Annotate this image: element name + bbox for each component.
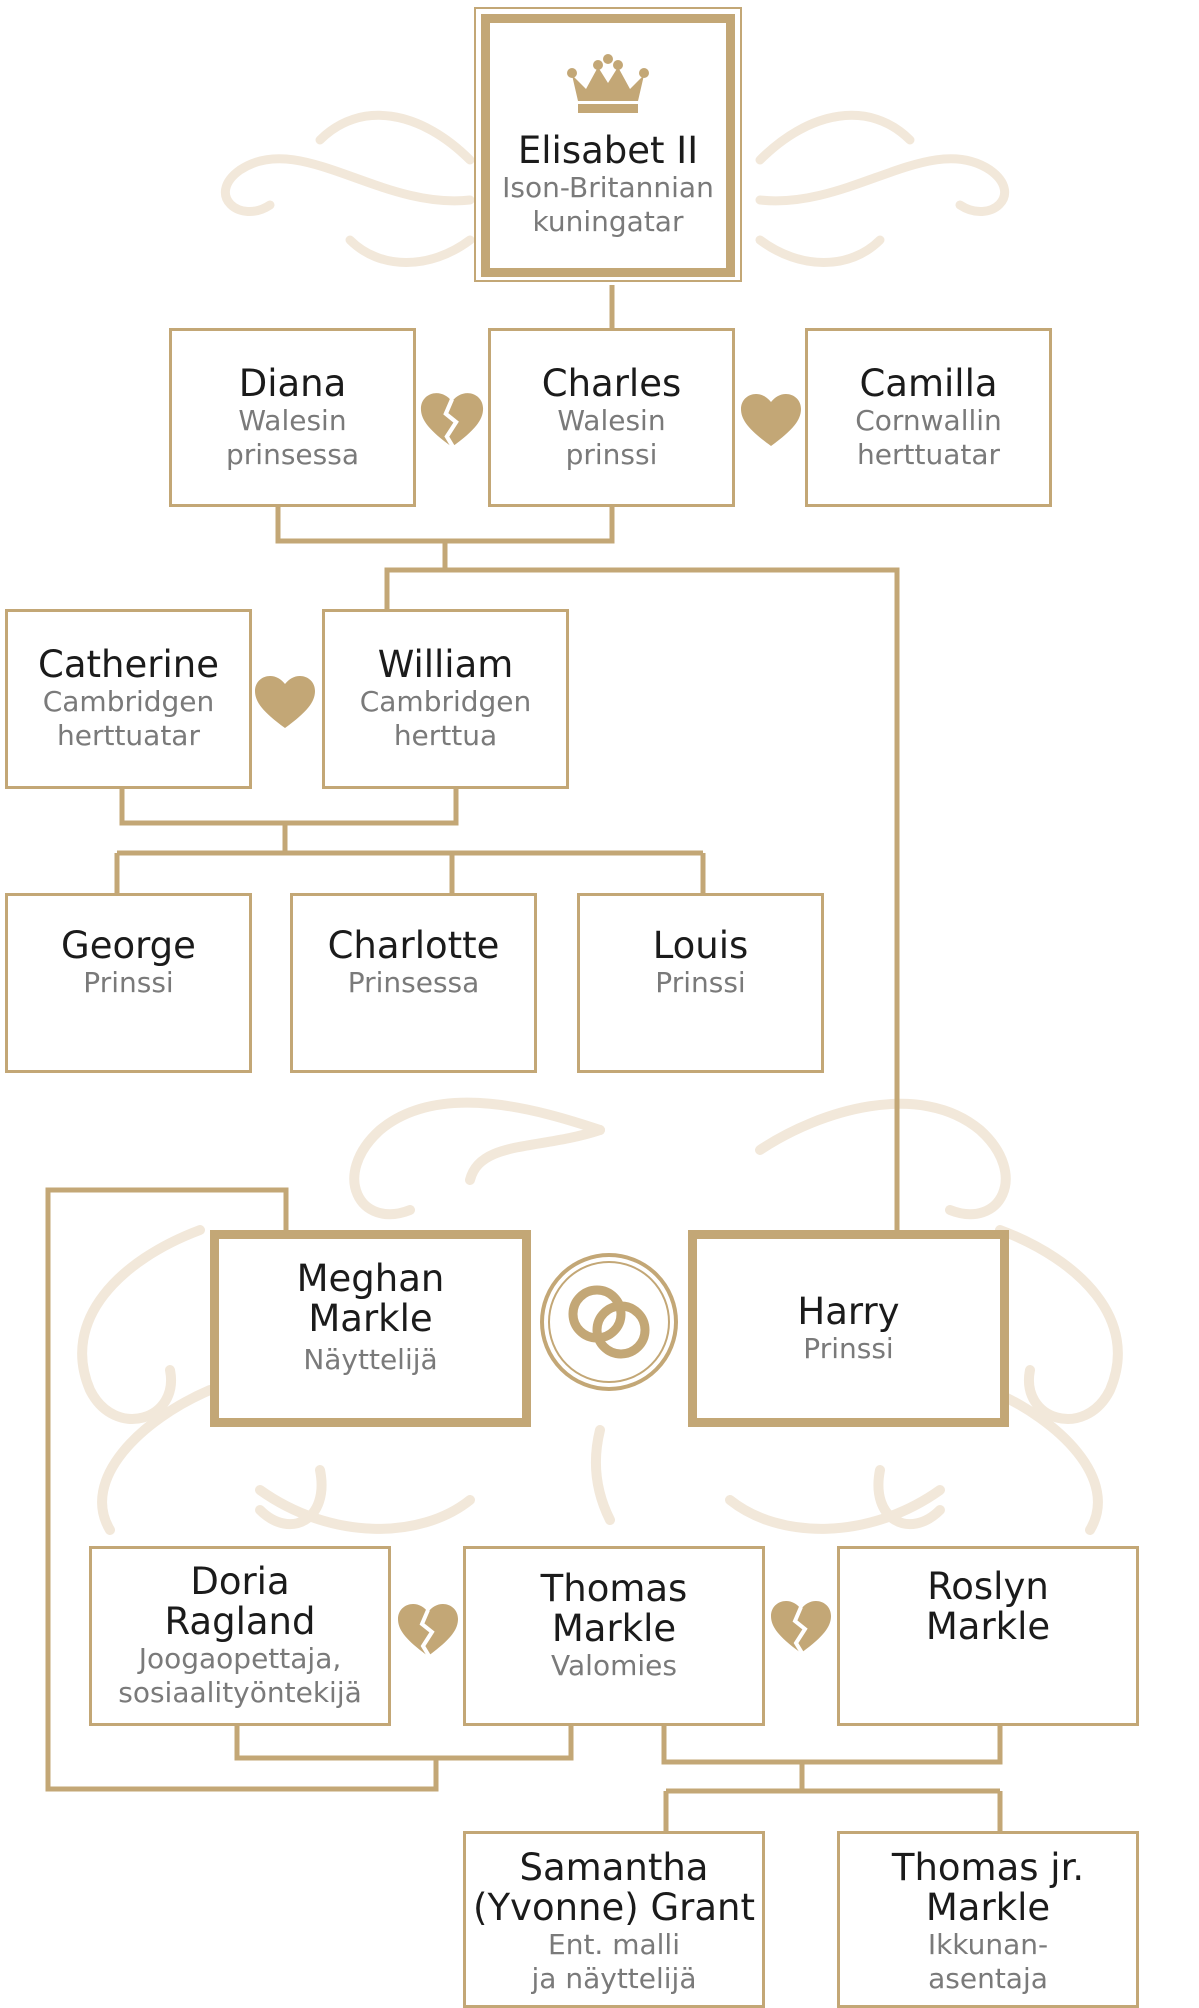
elisabet-outer-frame bbox=[474, 7, 742, 282]
person-name: Thomas jr. Markle bbox=[891, 1846, 1085, 1929]
middle-flourish bbox=[77, 1097, 1123, 1535]
person-title: Joogaopettaja, sosiaalityöntekijä bbox=[118, 1642, 362, 1709]
person-name: Camilla bbox=[859, 361, 998, 405]
broken-heart-icon bbox=[771, 1601, 831, 1655]
person-title: Prinssi bbox=[83, 966, 174, 999]
person-louis: Louis Prinssi bbox=[577, 893, 824, 1073]
person-name: Harry bbox=[797, 1289, 900, 1333]
line-to-samantha-thomas-jr bbox=[663, 1791, 1003, 1831]
person-charlotte: Charlotte Prinsessa bbox=[290, 893, 537, 1073]
person-catherine: Catherine Cambridgen herttuatar bbox=[5, 609, 252, 789]
line-diana-charles bbox=[275, 507, 615, 544]
heart-icon bbox=[741, 394, 801, 446]
person-name: Charlotte bbox=[327, 924, 500, 967]
person-roslyn: Roslyn Markle bbox=[837, 1546, 1139, 1726]
person-name: Louis bbox=[652, 924, 749, 967]
person-title: Cornwallin herttuatar bbox=[855, 403, 1002, 471]
person-name: Diana bbox=[238, 361, 347, 405]
person-name: William bbox=[377, 643, 514, 686]
person-name: Charles bbox=[541, 361, 682, 405]
top-flourish bbox=[221, 110, 1009, 267]
person-title: Valomies bbox=[551, 1649, 677, 1682]
line-to-william bbox=[384, 541, 448, 609]
person-thomas: Thomas Markle Valomies bbox=[463, 1546, 765, 1726]
person-thomas-jr: Thomas jr. Markle Ikkunan- asentaja bbox=[837, 1831, 1139, 2008]
person-title: Prinssi bbox=[655, 966, 746, 999]
broken-heart-icon bbox=[398, 1604, 458, 1658]
person-name: Doria Ragland bbox=[164, 1560, 316, 1643]
person-name: Meghan Markle bbox=[296, 1257, 445, 1340]
line-to-children bbox=[114, 853, 706, 893]
person-charles: Charles Walesin prinssi bbox=[488, 328, 735, 507]
person-title: Prinsessa bbox=[347, 966, 480, 999]
person-title: Ikkunan- asentaja bbox=[927, 1928, 1049, 1995]
person-name: Roslyn Markle bbox=[925, 1565, 1051, 1648]
person-elisabet: Elisabet II Ison-Britannian kuningatar bbox=[481, 14, 735, 277]
person-name: Thomas Markle bbox=[540, 1567, 688, 1650]
person-title: Walesin prinsessa bbox=[226, 403, 359, 471]
person-title: Cambridgen herttua bbox=[359, 685, 532, 752]
heart-icon bbox=[255, 676, 315, 728]
line-thomas-roslyn bbox=[661, 1726, 1003, 1765]
broken-heart-icon bbox=[420, 393, 484, 448]
line-catherine-william bbox=[119, 789, 459, 826]
person-name: Catherine bbox=[38, 643, 219, 686]
crown-icon bbox=[567, 54, 649, 113]
person-title: Walesin prinssi bbox=[557, 403, 666, 471]
line-to-harry bbox=[445, 567, 900, 1230]
person-samantha: Samantha (Yvonne) Grant Ent. malli ja nä… bbox=[463, 1831, 765, 2008]
person-name: George bbox=[61, 924, 196, 967]
person-doria: Doria Ragland Joogaopettaja, sosiaalityö… bbox=[89, 1546, 391, 1726]
person-camilla: Camilla Cornwallin herttuatar bbox=[805, 328, 1052, 507]
line-to-meghan bbox=[45, 1187, 439, 1792]
person-george: George Prinssi bbox=[5, 893, 252, 1073]
person-name: Samantha (Yvonne) Grant bbox=[473, 1846, 755, 1929]
person-title: Prinssi bbox=[803, 1331, 894, 1365]
person-title: Cambridgen herttuatar bbox=[42, 685, 215, 752]
person-title: Ison-Britannian kuningatar bbox=[502, 171, 714, 238]
line-doria-thomas bbox=[234, 1726, 574, 1761]
person-name: Elisabet II bbox=[517, 129, 699, 172]
person-harry: Harry Prinssi bbox=[688, 1230, 1009, 1427]
person-diana: Diana Walesin prinsessa bbox=[169, 328, 416, 507]
person-title: Näyttelijä bbox=[303, 1343, 438, 1376]
person-meghan: Meghan Markle Näyttelijä bbox=[210, 1230, 531, 1427]
person-title: Ent. malli ja näyttelijä bbox=[531, 1928, 697, 1995]
wedding-rings-icon bbox=[540, 1253, 678, 1391]
person-william: William Cambridgen herttua bbox=[322, 609, 569, 789]
